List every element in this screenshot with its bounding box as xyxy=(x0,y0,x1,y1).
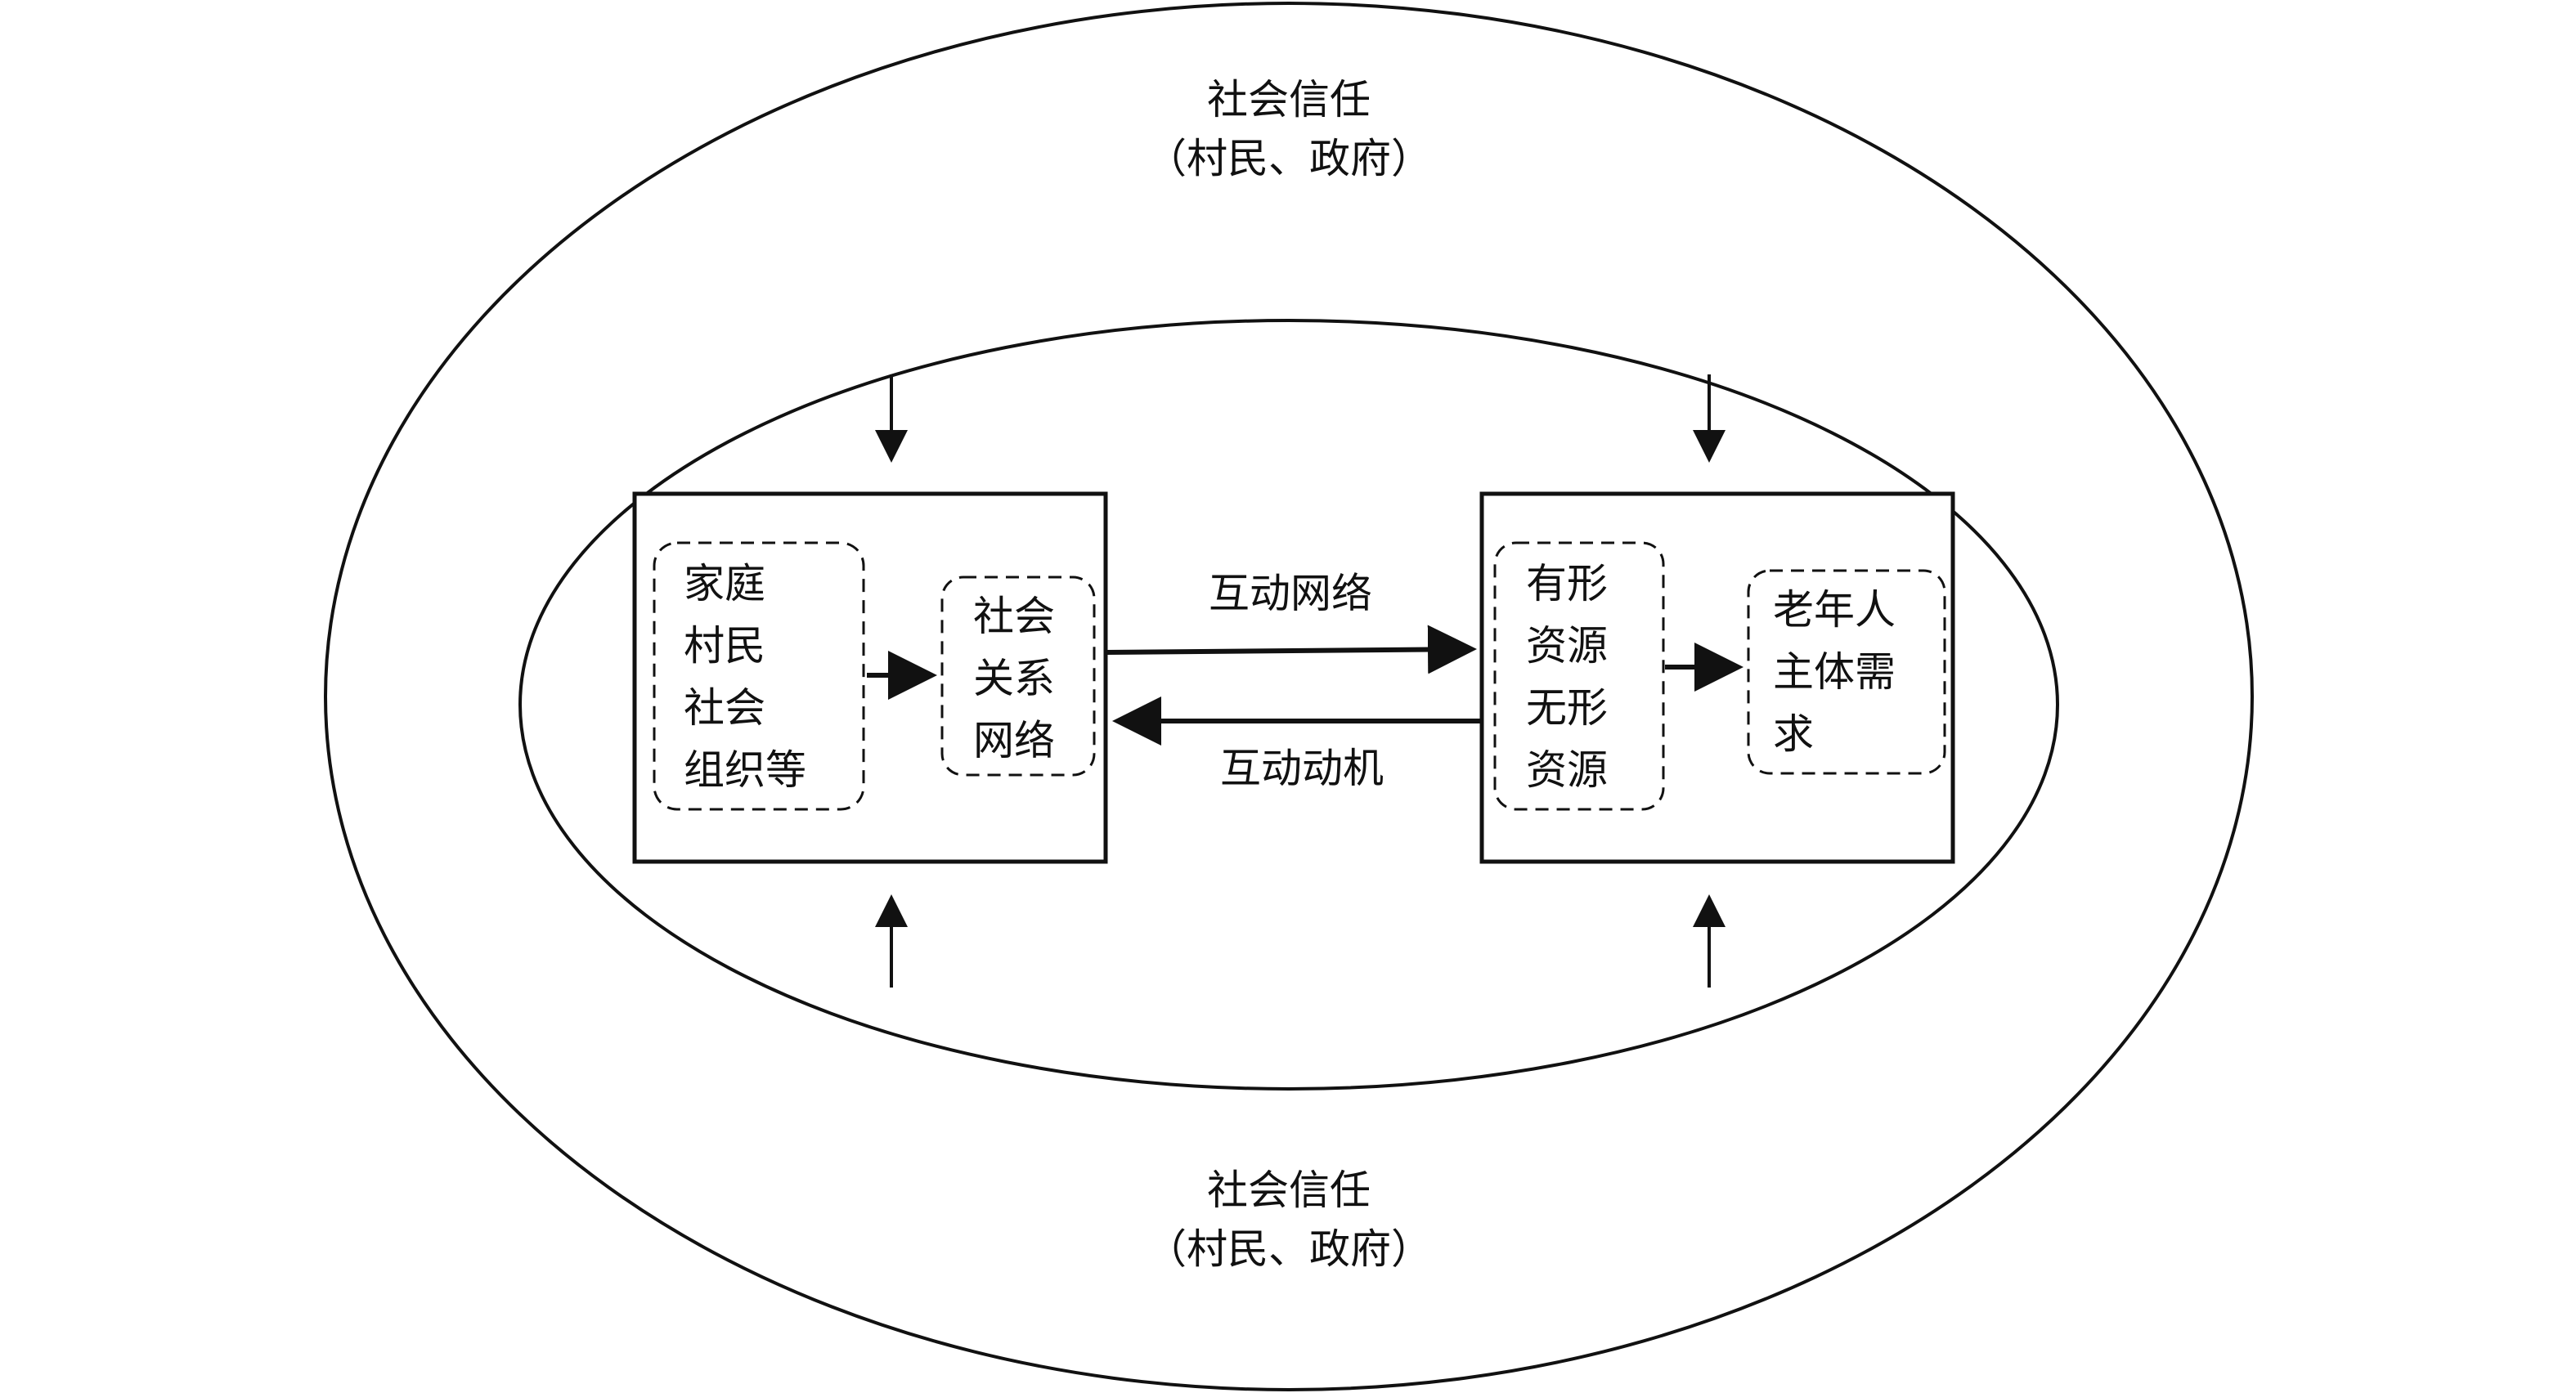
resource-line: 资源 xyxy=(1526,746,1608,794)
inner-ring-ellipse xyxy=(518,319,2059,1091)
needs-line: 老年人 xyxy=(1773,586,1896,634)
actor-item: 社会 xyxy=(684,684,765,732)
network-line: 社会 xyxy=(973,593,1055,640)
needs-label: 老年人 主体需 求 xyxy=(1773,579,1896,765)
bottom-trust-subtitle: （村民、政府） xyxy=(1146,1225,1432,1273)
bottom-trust-label: 社会信任 （村民、政府） xyxy=(1146,1161,1432,1279)
top-trust-title: 社会信任 xyxy=(1207,76,1371,123)
actor-item: 组织等 xyxy=(684,746,806,794)
network-dashed-box xyxy=(940,576,1096,777)
forward-link-arrow xyxy=(1106,625,1477,674)
actor-item: 村民 xyxy=(684,622,765,670)
right-box xyxy=(1479,491,1955,864)
top-trust-label: 社会信任 （村民、政府） xyxy=(1146,70,1432,188)
resource-line: 有形 xyxy=(1526,560,1608,607)
top-trust-subtitle: （村民、政府） xyxy=(1146,135,1432,182)
network-line: 关系 xyxy=(973,655,1055,702)
needs-line: 求 xyxy=(1773,710,1814,758)
network-label: 社会 关系 网络 xyxy=(973,585,1055,772)
bottom-trust-title: 社会信任 xyxy=(1207,1167,1371,1214)
needs-dashed-box xyxy=(1747,569,1946,775)
forward-link-label: 互动网络 xyxy=(1209,570,1372,617)
network-line: 网络 xyxy=(973,717,1055,764)
resources-dashed-box xyxy=(1493,541,1665,811)
needs-line: 主体需 xyxy=(1773,648,1896,696)
backward-link-label: 互动动机 xyxy=(1220,745,1384,792)
resources-list: 有形 资源 无形 资源 xyxy=(1526,553,1608,801)
resource-line: 无形 xyxy=(1526,684,1608,732)
outer-ring-ellipse xyxy=(324,2,2254,1391)
resource-line: 资源 xyxy=(1526,622,1608,670)
actors-list: 家庭 村民 社会 组织等 xyxy=(684,553,806,801)
actors-dashed-box xyxy=(653,541,865,811)
actor-item: 家庭 xyxy=(684,560,765,607)
